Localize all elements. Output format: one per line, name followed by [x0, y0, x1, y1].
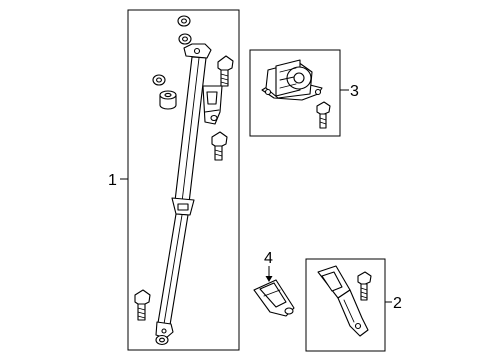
callout-1-label: 1: [108, 172, 117, 189]
callout-4-label: 4: [264, 250, 273, 267]
lower-anchor-plate: [155, 321, 174, 339]
belt-tongue: [171, 197, 195, 216]
shoulder-belt-guide: [202, 85, 223, 125]
belt-webbing-upper: [174, 56, 207, 204]
callout-4-arrowhead: [265, 276, 273, 282]
part-2-frame: [305, 258, 386, 352]
bolt-lower-left: [134, 289, 151, 321]
part-3-frame: [249, 49, 341, 137]
buckle-bolt: [357, 271, 372, 301]
part-group-1: [127, 9, 240, 351]
washer-mid: [152, 74, 166, 86]
callout-4: 4: [264, 250, 273, 282]
washer-bottom: [155, 334, 169, 346]
part-group-3: [249, 49, 341, 137]
retractor-assembly: [261, 59, 323, 101]
buckle-cover: [253, 279, 295, 317]
callout-2: 2: [385, 295, 402, 312]
callout-1: 1: [108, 172, 128, 189]
spacer-bushing: [159, 90, 177, 110]
part-1-frame: [127, 9, 240, 351]
belt-webbing-lower: [157, 213, 189, 326]
retractor-bolt: [316, 101, 331, 129]
part-group-2: [305, 258, 386, 352]
callout-2-label: 2: [393, 295, 402, 312]
washer-top-2: [178, 33, 192, 45]
bolt-mid-right: [211, 131, 228, 161]
washer-top-1: [177, 15, 191, 27]
bolt-upper-right: [217, 55, 234, 87]
callout-3: 3: [340, 83, 359, 100]
buckle-assembly: [317, 265, 369, 337]
upper-anchor-plate: [183, 43, 212, 59]
callout-3-label: 3: [350, 83, 359, 100]
